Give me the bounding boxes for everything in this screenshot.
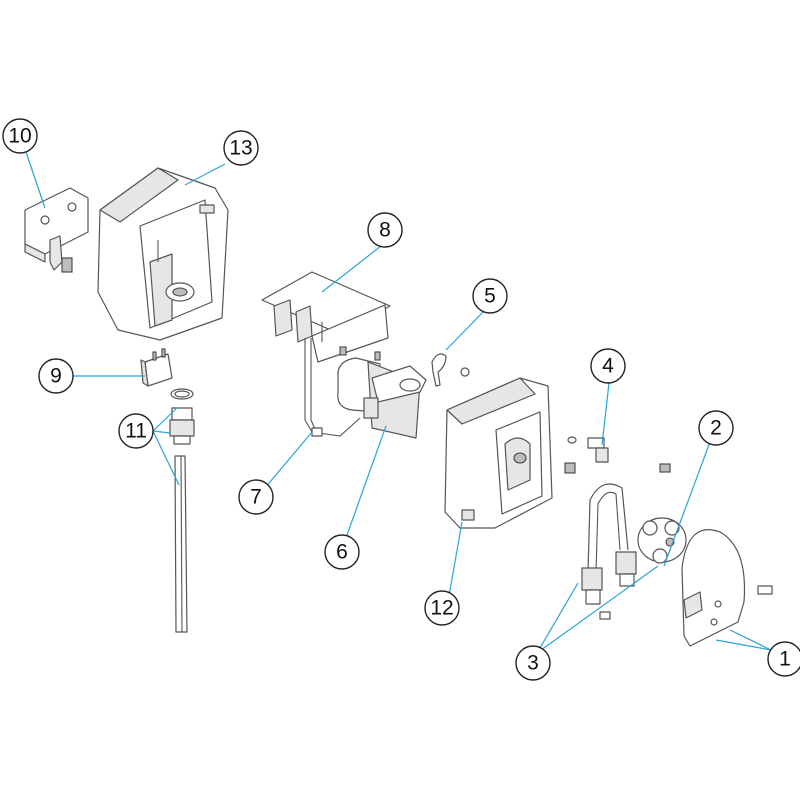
callout-2: 2: [698, 410, 734, 446]
leader-4: [601, 382, 610, 446]
callout-1: 1: [767, 641, 800, 677]
callout-11: 11: [118, 413, 154, 449]
leader-1b: [715, 639, 772, 651]
callout-label: 12: [430, 597, 453, 620]
callout-3: 3: [515, 645, 551, 681]
callout-label: 8: [379, 219, 391, 242]
callout-label: 7: [250, 486, 262, 509]
callout-4: 4: [590, 348, 626, 384]
part-front-housing: [444, 377, 553, 529]
leader-11b: [152, 430, 171, 434]
callout-12: 12: [424, 590, 460, 626]
part-connector-block: [140, 348, 173, 387]
part-screw-fitting: [564, 436, 609, 474]
callout-5: 5: [472, 278, 508, 314]
part-housing-rear: [97, 167, 229, 341]
leader-12: [448, 521, 463, 597]
part-clip: [431, 353, 470, 387]
callout-label: 6: [336, 541, 348, 564]
callout-label: 13: [229, 137, 252, 160]
part-circuit-board: [261, 271, 391, 363]
callout-label: 5: [484, 285, 496, 308]
callout-10: 10: [2, 118, 38, 154]
leader-3a: [536, 582, 579, 654]
leader-3b: [536, 565, 659, 654]
part-rotor: [637, 463, 687, 564]
leader-8: [321, 245, 382, 293]
callout-13: 13: [223, 130, 259, 166]
leader-13: [184, 163, 226, 186]
part-motor-gearbox: [337, 357, 427, 439]
leader-6: [341, 425, 387, 550]
callout-6: 6: [324, 534, 360, 570]
leader-11a: [152, 406, 179, 432]
part-cover-plate: [599, 529, 773, 647]
part-cable-gland: [169, 388, 195, 633]
callout-9: 9: [38, 358, 74, 394]
callout-label: 1: [779, 648, 791, 671]
callout-label: 2: [710, 417, 722, 440]
leader-1: [729, 629, 772, 651]
part-wall-bracket: [24, 187, 89, 273]
callout-label: 3: [527, 652, 539, 675]
callout-7: 7: [238, 479, 274, 515]
leader-5: [445, 307, 488, 351]
callout-label: 11: [125, 420, 147, 443]
leader-lines: [25, 151, 772, 654]
callout-8: 8: [367, 212, 403, 248]
callout-label: 4: [602, 355, 614, 378]
part-pump-tube: [581, 483, 637, 605]
leader-11c: [152, 430, 180, 486]
callout-label: 10: [8, 125, 31, 148]
leader-10: [25, 151, 46, 209]
callout-label: 9: [50, 365, 62, 388]
leader-2: [663, 441, 711, 567]
